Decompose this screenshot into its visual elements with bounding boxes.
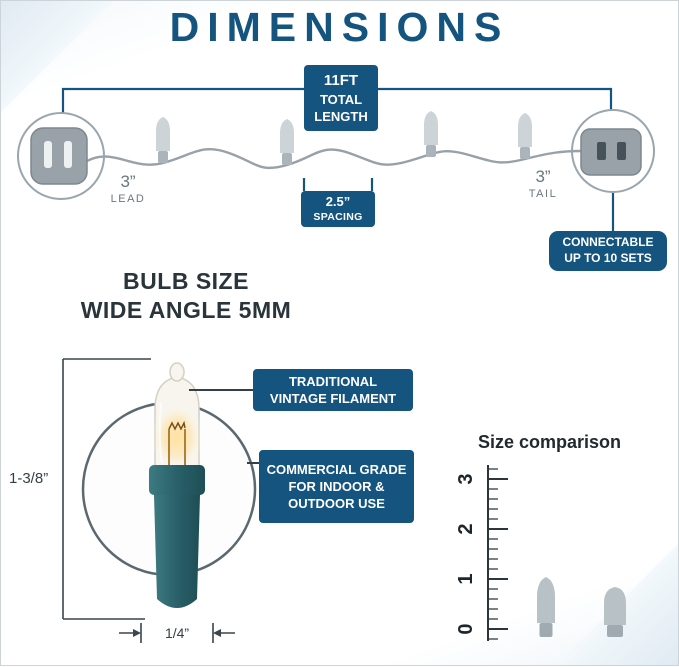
size-comparison-ruler: 3 2 1 0 bbox=[455, 465, 508, 641]
lead-value: 3” bbox=[120, 172, 136, 191]
grade-line-3: OUTDOOR USE bbox=[288, 496, 385, 512]
bulb-closeup bbox=[81, 362, 257, 608]
bulb-height-label: 1-3/8” bbox=[9, 470, 49, 487]
grade-line-2: FOR INDOOR & bbox=[288, 478, 385, 494]
ruler-number-2: 2 bbox=[455, 523, 477, 534]
light-string-wire bbox=[85, 148, 583, 170]
width-dimension bbox=[119, 623, 235, 643]
page-title: DIMENSIONS bbox=[169, 4, 510, 50]
connector-body bbox=[580, 128, 642, 176]
total-length-word-1: TOTAL bbox=[319, 91, 363, 107]
plug-focus-circle bbox=[17, 112, 105, 200]
ruler-number-1: 1 bbox=[455, 573, 477, 584]
comparison-bulb-wide bbox=[604, 587, 626, 637]
filament-line-1: TRADITIONAL bbox=[288, 373, 378, 389]
spacing-word: SPACING bbox=[313, 210, 363, 223]
filament-line-2: VINTAGE FILAMENT bbox=[269, 391, 397, 406]
spacing-bracket bbox=[302, 178, 374, 191]
bulb-width-label: 1/4” bbox=[164, 625, 190, 641]
end-connector bbox=[571, 109, 655, 193]
spacing-badge: 2.5” SPACING bbox=[301, 191, 375, 227]
closeup-bulb-base bbox=[154, 495, 200, 608]
closeup-bulb-collar bbox=[149, 465, 205, 495]
ruler-number-0: 0 bbox=[455, 623, 477, 634]
connector-slot bbox=[597, 142, 606, 160]
bulb-size-heading: BULB SIZE WIDE ANGLE 5MM bbox=[36, 267, 336, 325]
connector-focus-circle bbox=[571, 109, 655, 193]
ruler-number-3: 3 bbox=[455, 473, 477, 484]
mini-bulb bbox=[424, 111, 438, 157]
total-length-badge: 11FT TOTAL LENGTH bbox=[304, 65, 378, 131]
glass-highlight bbox=[158, 402, 163, 464]
bulb-size-heading-line-1: BULB SIZE bbox=[123, 268, 249, 294]
connectable-line-1: CONNECTABLE bbox=[562, 235, 654, 250]
comparison-bulbs bbox=[537, 577, 626, 637]
grade-line-1: COMMERCIAL GRADE bbox=[266, 461, 407, 477]
height-dimension bbox=[62, 358, 151, 620]
filament-posts bbox=[168, 429, 186, 465]
width-arrow-left bbox=[133, 629, 141, 637]
filament-glow bbox=[151, 403, 203, 471]
height-dimension-lines bbox=[62, 358, 151, 620]
size-comparison-title: Size comparison bbox=[478, 432, 622, 452]
connector-slot bbox=[617, 142, 626, 160]
tail-caption: TAIL bbox=[528, 188, 558, 200]
spacing-value: 2.5” bbox=[325, 194, 351, 210]
plug-prong-slot bbox=[44, 141, 52, 168]
comparison-bulb-mini bbox=[537, 577, 555, 637]
closeup-bulb-tip bbox=[169, 362, 185, 382]
mini-bulb bbox=[280, 119, 294, 165]
ruler-minor-ticks bbox=[488, 468, 498, 640]
lead-caption: LEAD bbox=[110, 193, 146, 205]
grade-callout-badge: COMMERCIAL GRADE FOR INDOOR & OUTDOOR US… bbox=[259, 450, 414, 523]
total-length-word-2: LENGTH bbox=[314, 108, 368, 124]
mini-bulb bbox=[156, 117, 170, 163]
bulb-size-heading-line-2: WIDE ANGLE 5MM bbox=[80, 296, 292, 323]
plug-body bbox=[30, 127, 88, 185]
tail-label: 3” TAIL bbox=[513, 167, 573, 200]
width-arrow-right bbox=[213, 629, 221, 637]
connectable-line-2: UP TO 10 SETS bbox=[564, 251, 652, 265]
filament-coil bbox=[168, 420, 186, 431]
filament-callout-badge: TRADITIONAL VINTAGE FILAMENT bbox=[253, 369, 413, 411]
power-plug bbox=[17, 112, 105, 200]
total-length-value: 11FT bbox=[323, 71, 359, 89]
ruler-major-ticks bbox=[488, 478, 508, 630]
mini-bulb bbox=[518, 113, 532, 159]
tail-value: 3” bbox=[535, 167, 551, 186]
plug-prong-slot bbox=[64, 141, 72, 168]
connectable-badge: CONNECTABLE UP TO 10 SETS bbox=[549, 231, 667, 271]
lead-label: 3” LEAD bbox=[93, 172, 163, 205]
